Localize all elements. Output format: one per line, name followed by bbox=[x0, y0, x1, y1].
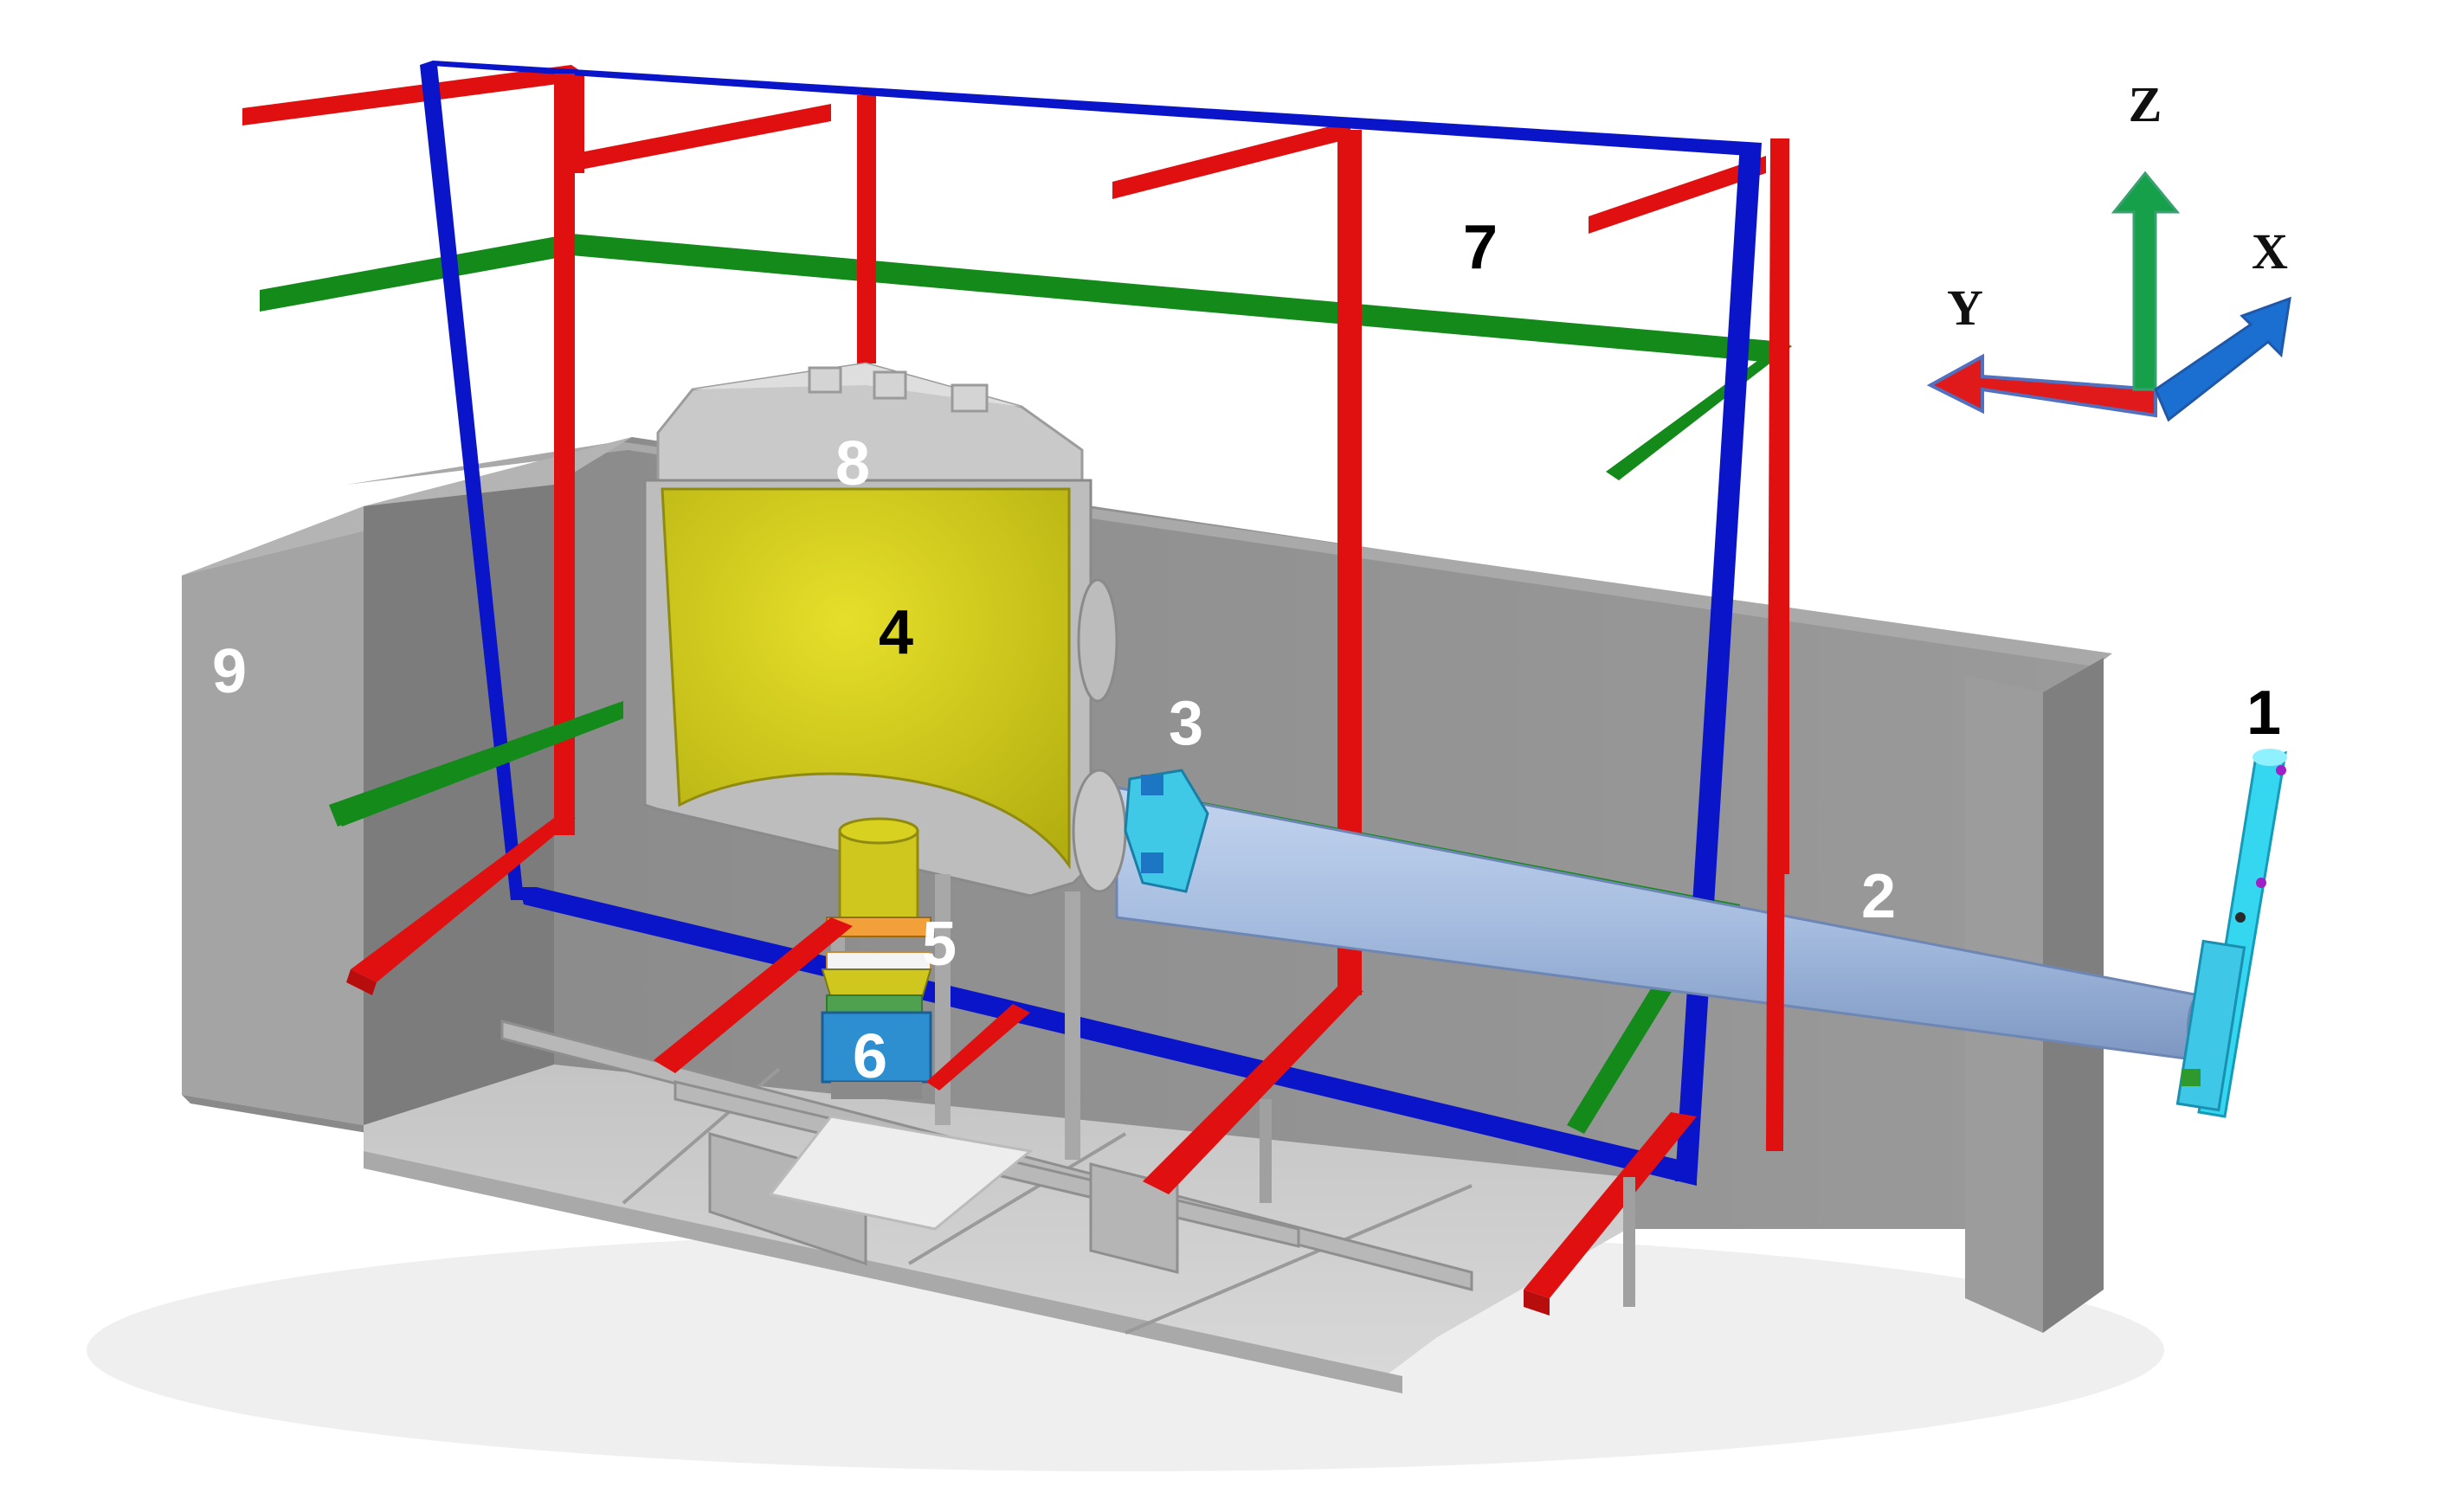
stage-base bbox=[831, 1082, 922, 1099]
x-axis-label: X bbox=[2252, 223, 2288, 280]
floor-post bbox=[1260, 1099, 1272, 1203]
y-axis-label: Y bbox=[1947, 280, 1983, 336]
floor-seam bbox=[1125, 1184, 1473, 1335]
chamber-leg bbox=[1065, 891, 1080, 1160]
chamber-beam-flange bbox=[1072, 769, 1127, 893]
target-block bbox=[1141, 775, 1163, 795]
component-labels: 1 2 3 4 5 6 7 8 9 bbox=[212, 213, 2281, 1091]
detector-assembly bbox=[2175, 749, 2287, 1118]
label-8: 8 bbox=[835, 429, 870, 499]
red-beam bbox=[1143, 987, 1363, 1194]
floor-slab bbox=[364, 1065, 1627, 1376]
detector-bolt bbox=[2276, 765, 2286, 775]
red-beam bbox=[1524, 1112, 1697, 1298]
label-6: 6 bbox=[853, 1022, 887, 1091]
label-7: 7 bbox=[1463, 213, 1498, 282]
coordinate-axes: Z X Y bbox=[1926, 76, 2291, 422]
red-beam bbox=[1589, 156, 1766, 234]
detector-bolt bbox=[2256, 878, 2266, 888]
detector-bracket bbox=[2182, 1069, 2201, 1086]
green-beam bbox=[1606, 342, 1792, 480]
red-beam bbox=[351, 818, 576, 982]
lid-port bbox=[951, 383, 989, 413]
blue-beam-left-post bbox=[420, 65, 524, 900]
ground-shadow bbox=[87, 1229, 2164, 1471]
z-axis-label: Z bbox=[2129, 76, 2162, 132]
stage-ring bbox=[826, 951, 931, 970]
detector-top bbox=[2253, 749, 2287, 766]
red-beam bbox=[346, 969, 377, 995]
scattering-chamber bbox=[643, 362, 1127, 1160]
support-frame-front bbox=[333, 74, 1788, 1316]
chamber-leg bbox=[935, 874, 951, 1125]
red-beam bbox=[242, 65, 571, 125]
blue-beam-top bbox=[420, 61, 1762, 156]
lid-port bbox=[873, 370, 907, 400]
detector-box bbox=[2175, 939, 2246, 1112]
red-beam bbox=[1112, 121, 1350, 199]
label-1: 1 bbox=[2246, 679, 2281, 748]
target-flange-assembly bbox=[1124, 769, 1209, 893]
stage-grid bbox=[826, 994, 923, 1013]
detector-bolt bbox=[2235, 912, 2246, 923]
red-beam bbox=[563, 104, 831, 173]
green-beam bbox=[260, 234, 1783, 364]
red-post bbox=[857, 95, 876, 364]
z-axis-arrow bbox=[2111, 171, 2181, 391]
chamber-lid-top bbox=[693, 364, 1022, 407]
floor-post bbox=[1623, 1177, 1635, 1307]
green-beam bbox=[333, 701, 623, 827]
y-axis-arrow bbox=[1926, 353, 2157, 418]
red-beam bbox=[1524, 1290, 1550, 1316]
lid-port bbox=[808, 366, 842, 394]
green-beam bbox=[1567, 956, 1688, 1134]
x-axis-arrow bbox=[2154, 296, 2291, 422]
stage-box bbox=[821, 1011, 932, 1084]
chamber-side-port bbox=[1077, 578, 1118, 703]
floor-slab-front bbox=[364, 1151, 1402, 1393]
left-wall-inner bbox=[364, 485, 554, 1125]
blue-beam-bottom bbox=[519, 887, 1697, 1186]
red-post bbox=[1766, 138, 1788, 1151]
label-5: 5 bbox=[922, 910, 957, 979]
left-wall-side bbox=[182, 1095, 372, 1134]
label-4: 4 bbox=[879, 598, 913, 667]
red-post bbox=[554, 74, 575, 835]
target-block bbox=[1141, 853, 1163, 873]
floor-seam bbox=[907, 1132, 1127, 1265]
label-9: 9 bbox=[212, 637, 247, 706]
red-beam bbox=[926, 1004, 1030, 1091]
label-3: 3 bbox=[1169, 689, 1203, 758]
label-2: 2 bbox=[1861, 862, 1896, 931]
floor bbox=[364, 1020, 1627, 1393]
chamber-interior bbox=[661, 487, 1071, 870]
red-beam bbox=[654, 917, 853, 1073]
lower-stage bbox=[821, 917, 932, 1099]
floor-plate bbox=[768, 1115, 1034, 1231]
chamber-neck-top bbox=[838, 817, 919, 845]
left-wall-front bbox=[182, 506, 364, 1125]
